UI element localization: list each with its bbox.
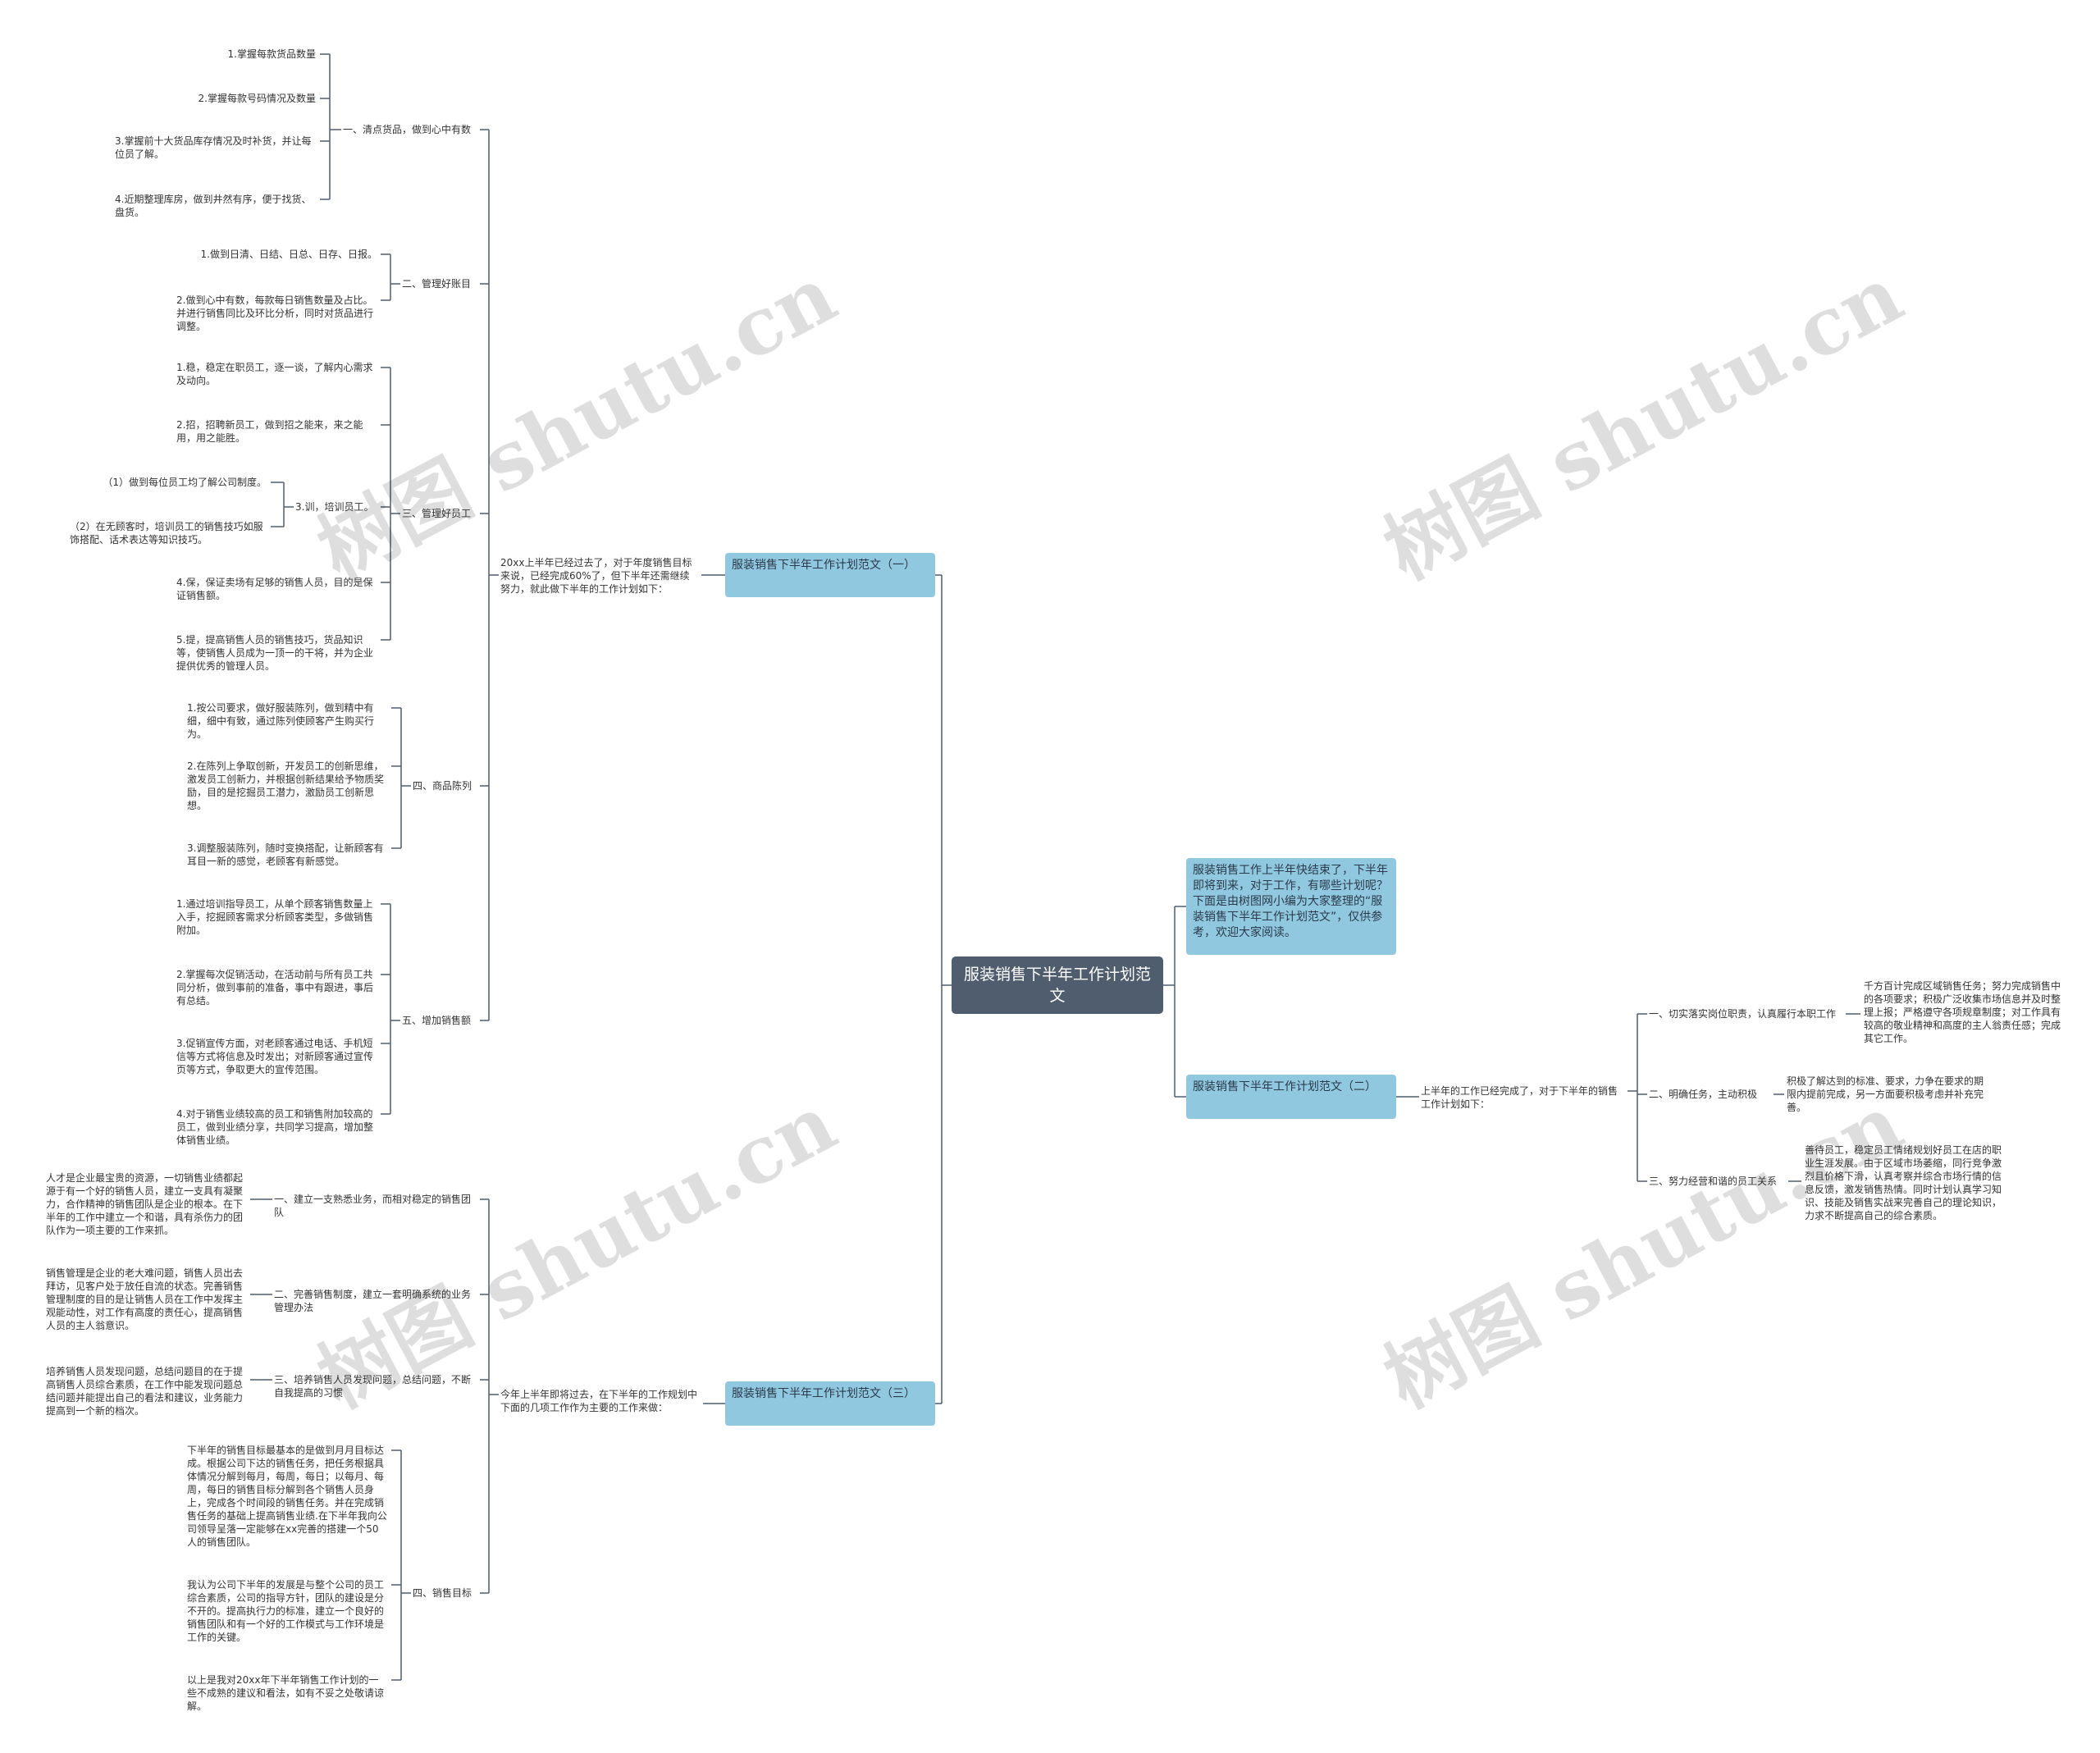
b1-s3-item: 1.稳，稳定在职员工，逐一谈，了解内心需求及动向。	[176, 362, 373, 386]
b1-s1-item: 2.掌握每款号码情况及数量	[198, 93, 316, 104]
b3-item-detail: 人才是企业最宝贵的资源，一切销售业绩都起源于有一个好的销售人员，建立一支具有凝聚…	[46, 1172, 244, 1236]
b2-item-label: 二、明确任务，主动积极	[1649, 1089, 1758, 1100]
b1-s3-sub: （2）在无顾客时，培训员工的销售技巧如服饰搭配、话术表达等知识技巧。	[70, 521, 263, 546]
b2-item-detail: 善待员工，稳定员工情绪规划好员工在店的职业生涯发展。由于区域市场萎缩，同行竞争激…	[1805, 1144, 2002, 1221]
b2-item-label: 三、努力经营和谐的员工关系	[1649, 1176, 1778, 1187]
b1-s4-item: 2.在陈列上争取创新，开发员工的创新思维，激发员工创新力，并根据创新结果给予物质…	[187, 760, 385, 811]
b1-s4-item: 3.调整服装陈列，随时变换搭配，让新顾客有耳目一新的感觉，老顾客有新感觉。	[187, 842, 384, 867]
b3-item-label: 四、销售目标	[413, 1587, 472, 1599]
intro-topic[interactable]: 服装销售工作上半年快结束了，下半年即将到来，对于工作，有哪些计划呢？下面是由树图…	[1186, 858, 1396, 955]
b3-item-detail: 培养销售人员发现问题，总结问题目的在于提高销售人员综合素质，在工作中能发现问题总…	[46, 1366, 244, 1417]
b1-s4-item: 1.按公司要求，做好服装陈列，做到精中有细，细中有致，通过陈列使顾客产生购买行为…	[187, 702, 375, 740]
b2-item-detail: 积极了解达到的标准、要求，力争在要求的期限内提前完成，另一方面要积极考虑并补充完…	[1787, 1075, 1984, 1113]
b1-s5-label: 五、增加销售额	[402, 1015, 472, 1026]
b1-s3-label: 三、管理好员工	[402, 508, 472, 519]
branch-1-topic[interactable]: 服装销售下半年工作计划范文（一）	[725, 553, 935, 597]
b3-item-detail: 销售管理是企业的老大难问题，销售人员出去拜访，见客户处于放任自流的状态。完善销售…	[46, 1267, 244, 1331]
b1-s5-item: 1.通过培训指导员工，从单个顾客销售数量上入手，挖掘顾客需求分析顾客类型，多做销…	[176, 898, 374, 936]
b1-s2-item: 1.做到日清、日结、日总、日存、日报。	[200, 249, 377, 260]
b1-s2-item: 2.做到心中有数，每款每日销售数量及占比。并进行销售同比及环比分析，同时对货品进…	[176, 294, 374, 332]
b3-item-label: 二、完善销售制度，建立一套明确系统的业务管理办法	[274, 1289, 472, 1313]
b2-item-detail: 千方百计完成区域销售任务；努力完成销售中的各项要求；积极广泛收集市场信息并及时整…	[1864, 980, 2061, 1044]
b1-s3-item: 2.招，招聘新员工，做到招之能来，来之能用，用之能胜。	[176, 419, 363, 444]
branch-2-topic[interactable]: 服装销售下半年工作计划范文（二）	[1186, 1075, 1396, 1119]
b1-s3-item: 4.保，保证卖场有足够的销售人员，目的是保证销售额。	[176, 577, 373, 601]
b1-s3-item: 5.提，提高销售人员的销售技巧，货品知识等，使销售人员成为一顶一的干将，并为企业…	[176, 634, 374, 672]
b2-item-label: 一、切实落实岗位职责，认真履行本职工作	[1649, 1008, 1837, 1020]
b1-s5-item: 3.促销宣传方面，对老顾客通过电话、手机短信等方式将信息及时发出；对新顾客通过宣…	[176, 1038, 374, 1075]
b1-s3-sub: （1）做到每位员工均了解公司制度。	[103, 477, 267, 488]
b1-s4-label: 四、商品陈列	[413, 780, 472, 792]
branch-2-lead: 上半年的工作已经完成了，对于下半年的销售工作计划如下：	[1421, 1085, 1618, 1110]
b1-s2-label: 二、管理好账目	[402, 278, 472, 290]
b1-s1-label: 一、清点货品，做到心中有数	[343, 124, 472, 135]
b1-s5-item: 2.掌握每次促销活动，在活动前与所有员工共同分析，做到事前的准备，事中有跟进，事…	[176, 969, 374, 1007]
b1-s3-item: 3.训，培训员工。	[295, 501, 374, 513]
b3-item-detail: 下半年的销售目标最基本的是做到月月目标达成。根据公司下达的销售任务，把任务根据具…	[187, 1445, 387, 1548]
b3-item-label: 三、培养销售人员发现问题，总结问题，不断自我提高的习惯	[274, 1374, 472, 1399]
b1-s1-item: 3.掌握前十大货品库存情况及时补货，并让每位员了解。	[115, 135, 312, 160]
branch-3-lead: 今年上半年即将过去，在下半年的工作规划中下面的几项工作作为主要的工作来做：	[500, 1389, 698, 1413]
b3-item-detail: 我认为公司下半年的发展是与整个公司的员工综合素质，公司的指导方针，团队的建设是分…	[187, 1579, 385, 1643]
b1-s5-item: 4.对于销售业绩较高的员工和销售附加较高的员工，做到业绩分享，共同学习提高，增加…	[176, 1108, 374, 1146]
b1-s1-item: 1.掌握每款货品数量	[227, 48, 316, 60]
root-topic[interactable]: 服装销售下半年工作计划范文	[952, 956, 1163, 1014]
b3-item-label: 一、建立一支熟悉业务，而相对稳定的销售团队	[274, 1194, 472, 1218]
b1-s1-item: 4.近期整理库房，做到井然有序，便于找货、盘货。	[115, 194, 312, 218]
branch-1-lead: 20xx上半年已经过去了，对于年度销售目标来说，已经完成60%了，但下半年还需继…	[500, 557, 692, 595]
branch-3-topic[interactable]: 服装销售下半年工作计划范文（三）	[725, 1381, 935, 1426]
b3-item-detail: 以上是我对20xx年下半年销售工作计划的一些不成熟的建议和看法，如有不妥之处敬请…	[187, 1674, 385, 1712]
